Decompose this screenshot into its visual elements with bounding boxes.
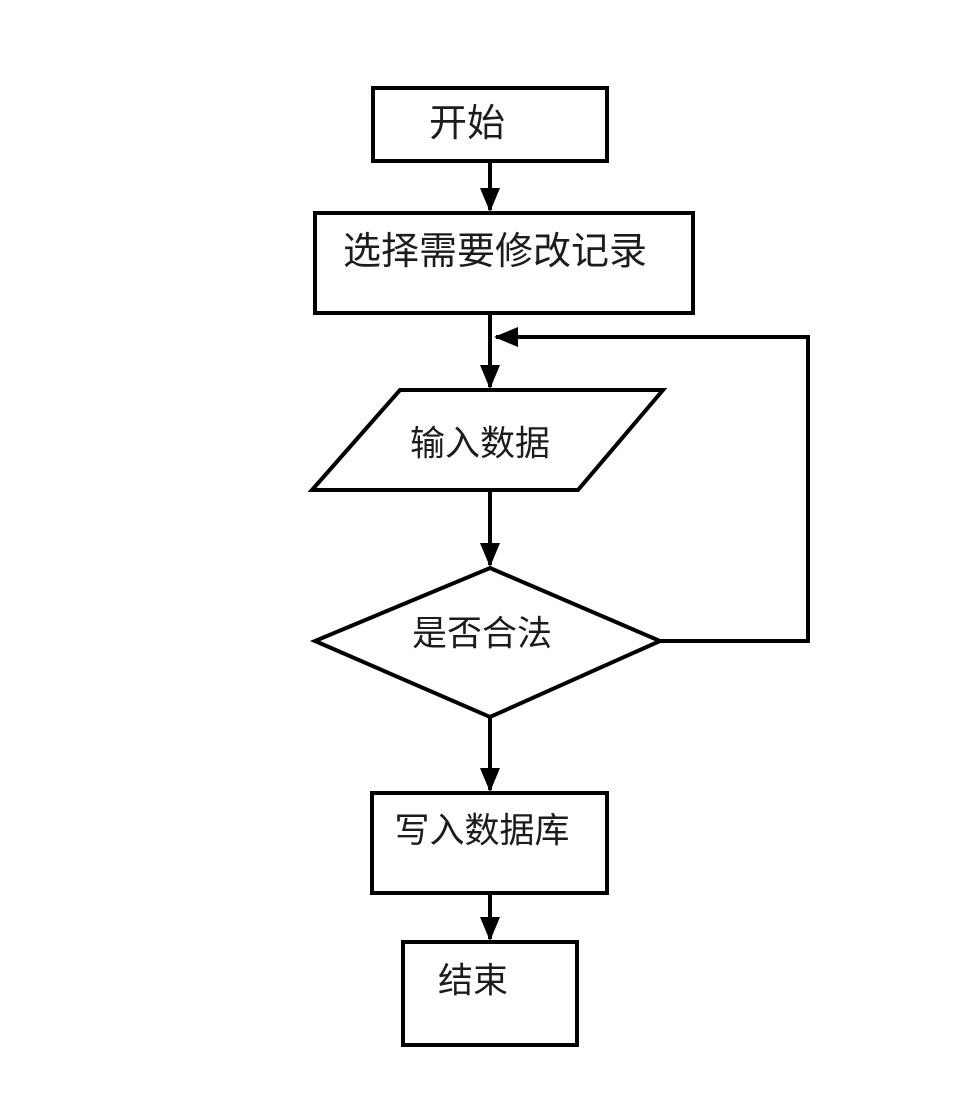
start-label: 开始 bbox=[429, 103, 505, 145]
is-valid-diamond bbox=[309, 565, 665, 720]
arrow-loop-isvalid-to-input bbox=[494, 327, 810, 643]
node-start: 开始 bbox=[371, 86, 609, 163]
node-input-data: 输入数据 bbox=[307, 388, 668, 492]
end-label: 结束 bbox=[438, 962, 508, 1001]
write-db-label: 写入数据库 bbox=[394, 812, 569, 851]
start-box bbox=[371, 86, 609, 163]
input-data-label: 输入数据 bbox=[410, 425, 550, 464]
node-is-valid: 是否合法 bbox=[309, 565, 665, 720]
input-data-parallelogram bbox=[307, 388, 668, 492]
node-write-db: 写入数据库 bbox=[370, 791, 609, 895]
select-record-label: 选择需要修改记录 bbox=[343, 231, 647, 273]
write-db-box bbox=[370, 791, 609, 895]
end-box bbox=[401, 940, 579, 1047]
select-record-box bbox=[313, 211, 695, 315]
node-select-record: 选择需要修改记录 bbox=[313, 211, 695, 315]
node-end: 结束 bbox=[401, 940, 579, 1047]
is-valid-label: 是否合法 bbox=[412, 615, 552, 654]
